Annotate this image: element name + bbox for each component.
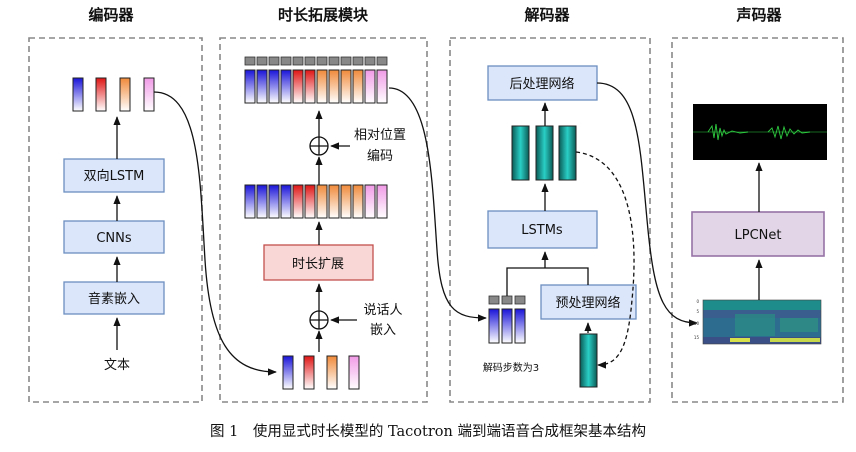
svg-text:LSTMs: LSTMs <box>521 223 563 238</box>
svg-text:音素嵌入: 音素嵌入 <box>88 291 140 307</box>
decoder-input-frames <box>488 295 526 344</box>
decoder-to-vocoder-arrow <box>596 82 698 327</box>
input-text-label: 文本 <box>104 358 130 373</box>
figure-caption: 图 1 使用显式时长模型的 Tacotron 端到端语音合成框架基本结构 <box>210 423 646 440</box>
duration-input-vectors <box>282 355 360 390</box>
svg-text:10: 10 <box>694 321 700 326</box>
cnns-box: CNNs <box>63 220 165 254</box>
decoder-frame <box>449 37 651 403</box>
expanded-vectors <box>244 184 388 219</box>
svg-text:15: 15 <box>694 335 700 340</box>
speaker-embedding-label-2: 嵌入 <box>370 323 396 338</box>
svg-text:时长扩展: 时长扩展 <box>292 257 344 272</box>
positional-encoding-add <box>309 136 329 156</box>
encoder-output-vectors <box>72 77 155 112</box>
duration-expansion-box: 时长扩展 <box>263 244 374 281</box>
waveform-image <box>693 104 827 160</box>
prev-frame-vector <box>579 333 598 388</box>
svg-text:后处理网络: 后处理网络 <box>509 76 574 92</box>
vocoder-frame <box>671 37 844 403</box>
duration-expansion-title: 时长拓展模块 <box>278 6 369 24</box>
lpcnet-box: LPCNet <box>691 211 825 257</box>
spectrogram-image: 0 5 10 15 <box>694 299 822 345</box>
positional-encoding-label-1: 相对位置 <box>354 128 406 143</box>
svg-text:双向LSTM: 双向LSTM <box>84 168 145 184</box>
duration-output-vectors <box>244 56 388 104</box>
lstms-box: LSTMs <box>487 210 598 249</box>
encoder-title: 编码器 <box>88 6 134 24</box>
svg-text:0: 0 <box>696 299 699 304</box>
decode-steps-label: 解码步数为3 <box>483 361 539 374</box>
duration-to-decoder-arrow <box>388 87 487 322</box>
speaker-embedding-add <box>309 310 329 330</box>
svg-text:5: 5 <box>696 309 699 314</box>
bilstm-box: 双向LSTM <box>63 158 165 193</box>
postnet-box: 后处理网络 <box>487 65 598 101</box>
svg-text:预处理网络: 预处理网络 <box>555 295 620 311</box>
duration-frame <box>219 37 428 403</box>
prenet-box: 预处理网络 <box>540 284 637 320</box>
encoder-to-duration-arrow <box>153 91 277 376</box>
vocoder-title: 声码器 <box>735 6 782 24</box>
merge-line <box>506 267 589 296</box>
svg-text:CNNs: CNNs <box>96 231 132 246</box>
phoneme-embedding-box: 音素嵌入 <box>63 281 165 315</box>
decoder-title: 解码器 <box>524 6 570 24</box>
speaker-embedding-label-1: 说话人 <box>363 303 402 318</box>
svg-text:LPCNet: LPCNet <box>735 228 782 243</box>
encoder-frame <box>28 37 203 403</box>
autoregressive-feedback-arrow <box>575 151 635 369</box>
decoder-output-frames <box>511 125 577 181</box>
positional-encoding-label-2: 编码 <box>367 149 393 164</box>
